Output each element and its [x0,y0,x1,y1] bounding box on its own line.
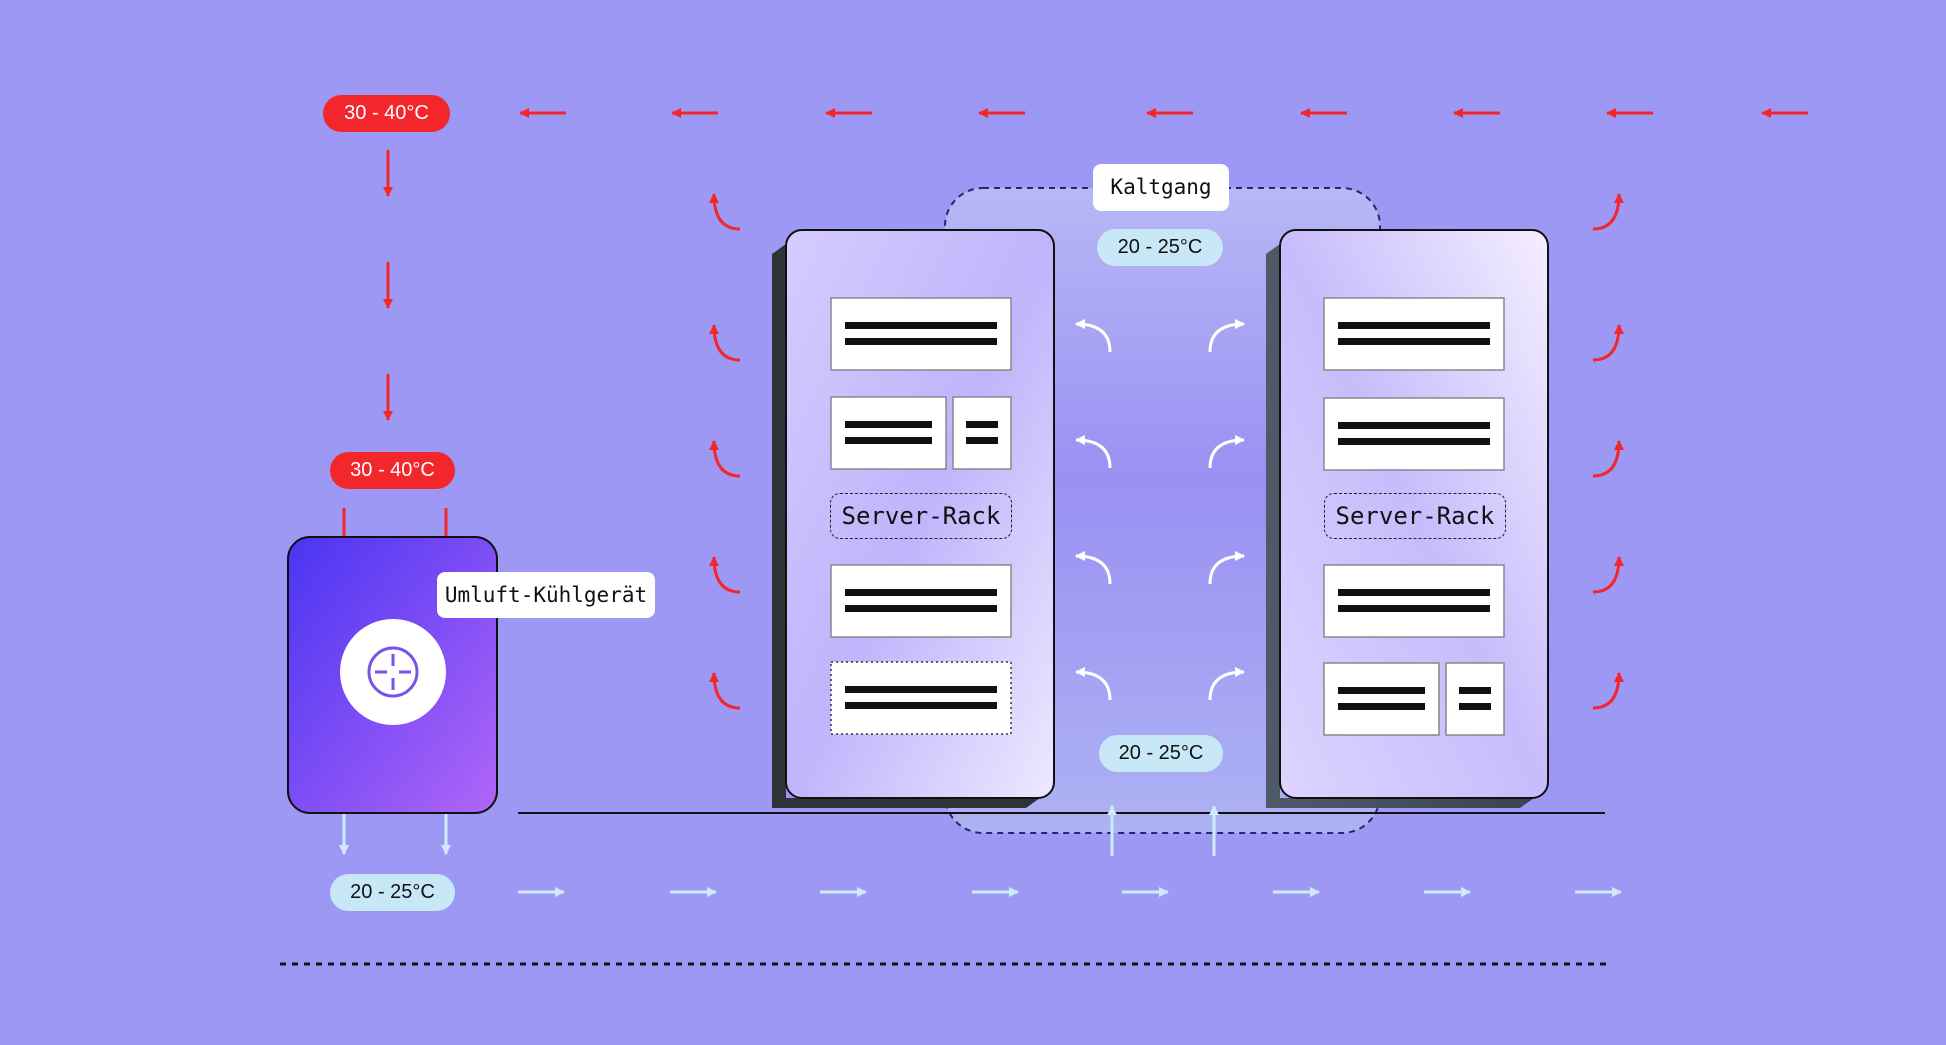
curved-arrow-icon [1208,435,1245,469]
cooling-unit-label: Umluft-Kühlgerät [437,572,655,618]
server-rack-left [772,229,1055,808]
hot-air-temp-unit: 30 - 40°C [330,452,455,489]
server-unit [1323,397,1505,471]
curved-arrow-icon [1208,319,1245,353]
server-unit [1323,662,1505,736]
server-unit [830,297,1012,371]
curved-arrow-icon [709,672,741,710]
curved-arrow-icon [1075,667,1112,701]
curved-arrow-icon [709,440,741,478]
curved-arrow-icon [1208,667,1245,701]
cold-air-temp-supply: 20 - 25°C [330,874,455,911]
server-unit [830,396,1012,470]
cold-air-curved-arrows [1075,319,1245,701]
server-rack-right [1266,229,1549,808]
curved-arrow-icon [1592,324,1624,362]
curved-arrow-icon [1592,556,1624,594]
curved-arrow-icon [1592,193,1624,231]
server-rack-left-label: Server-Rack [830,493,1012,539]
curved-arrow-icon [709,556,741,594]
cold-aisle-title: Kaltgang [1093,164,1229,211]
curved-arrow-icon [1075,435,1112,469]
hot-air-down-arrows [339,150,451,561]
hot-air-curved-arrows-left [709,193,741,710]
curved-arrow-icon [709,324,741,362]
hot-air-curved-arrows-right [1592,193,1624,710]
cold-aisle-temp-top: 20 - 25°C [1097,229,1223,266]
cold-air-up-arrows [1107,805,1219,856]
curved-arrow-icon [1075,551,1112,585]
curved-arrow-icon [1592,440,1624,478]
server-rack-right-label: Server-Rack [1324,493,1506,539]
hot-air-temp-top: 30 - 40°C [323,95,450,132]
server-unit [1323,564,1505,638]
cold-aisle-temp-bottom: 20 - 25°C [1099,735,1223,772]
curved-arrow-icon [1592,672,1624,710]
server-unit [1323,297,1505,371]
server-unit [830,661,1012,735]
curved-arrow-icon [1208,551,1245,585]
curved-arrow-icon [709,193,741,231]
curved-arrow-icon [1075,319,1112,353]
crosshair-fan-icon [367,646,419,698]
server-unit [830,564,1012,638]
